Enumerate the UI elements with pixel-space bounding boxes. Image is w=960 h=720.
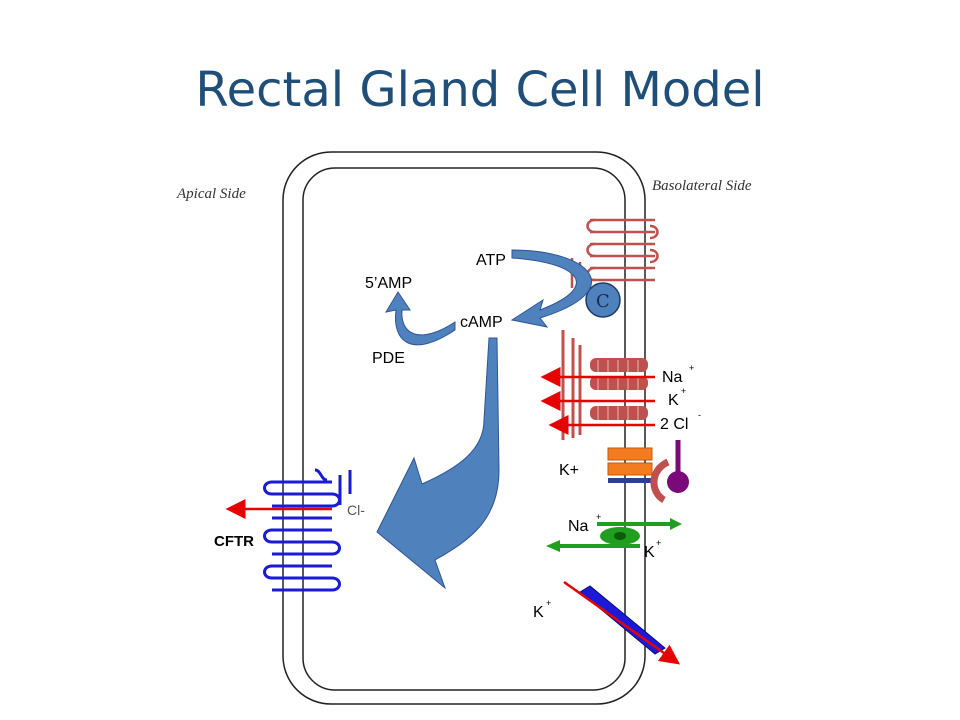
pump-k-sup: + xyxy=(656,538,661,548)
k-channel-label: K+ xyxy=(559,462,579,479)
k-leak-channel xyxy=(563,580,681,665)
apical-side-label: Apical Side xyxy=(176,186,246,202)
na-k-pump xyxy=(546,518,682,552)
k-leak-sup: + xyxy=(546,598,551,608)
cftr-label: CFTR xyxy=(214,533,254,550)
cotransporter-na-sup: + xyxy=(689,363,694,373)
cftr-cl-label: Cl- xyxy=(347,502,365,518)
pump-k-label: K xyxy=(644,544,655,561)
page-title: Rectal Gland Cell Model xyxy=(195,62,765,118)
pde-arrow xyxy=(384,291,456,346)
atp-label: ATP xyxy=(476,252,506,269)
k-channel xyxy=(607,440,689,504)
enzyme-c-label: C xyxy=(596,291,610,312)
pump-na-sup: + xyxy=(596,512,601,522)
pump-na-label: Na xyxy=(568,518,589,535)
amp-label: 5’AMP xyxy=(365,275,412,292)
cell-inner-membrane xyxy=(302,167,626,691)
camp-label: cAMP xyxy=(460,314,503,331)
pde-label: PDE xyxy=(372,350,405,367)
k-leak-label: K xyxy=(533,604,544,621)
basolateral-side-label: Basolateral Side xyxy=(652,178,752,194)
enzyme-c xyxy=(585,282,621,318)
cotransporter-na-label: Na xyxy=(662,369,683,386)
cotransporter xyxy=(561,330,648,440)
cotransporter-cl-label: 2 Cl xyxy=(660,416,688,433)
cftr-channel xyxy=(263,468,352,592)
atp-to-camp-arrow xyxy=(510,249,592,328)
camp-signal-arrow xyxy=(376,337,500,590)
cotransporter-k-label: K xyxy=(668,392,679,409)
cotransporter-k-sup: + xyxy=(681,386,686,396)
cotransporter-cl-sup: - xyxy=(698,410,701,420)
cell-outer-membrane xyxy=(282,151,646,705)
